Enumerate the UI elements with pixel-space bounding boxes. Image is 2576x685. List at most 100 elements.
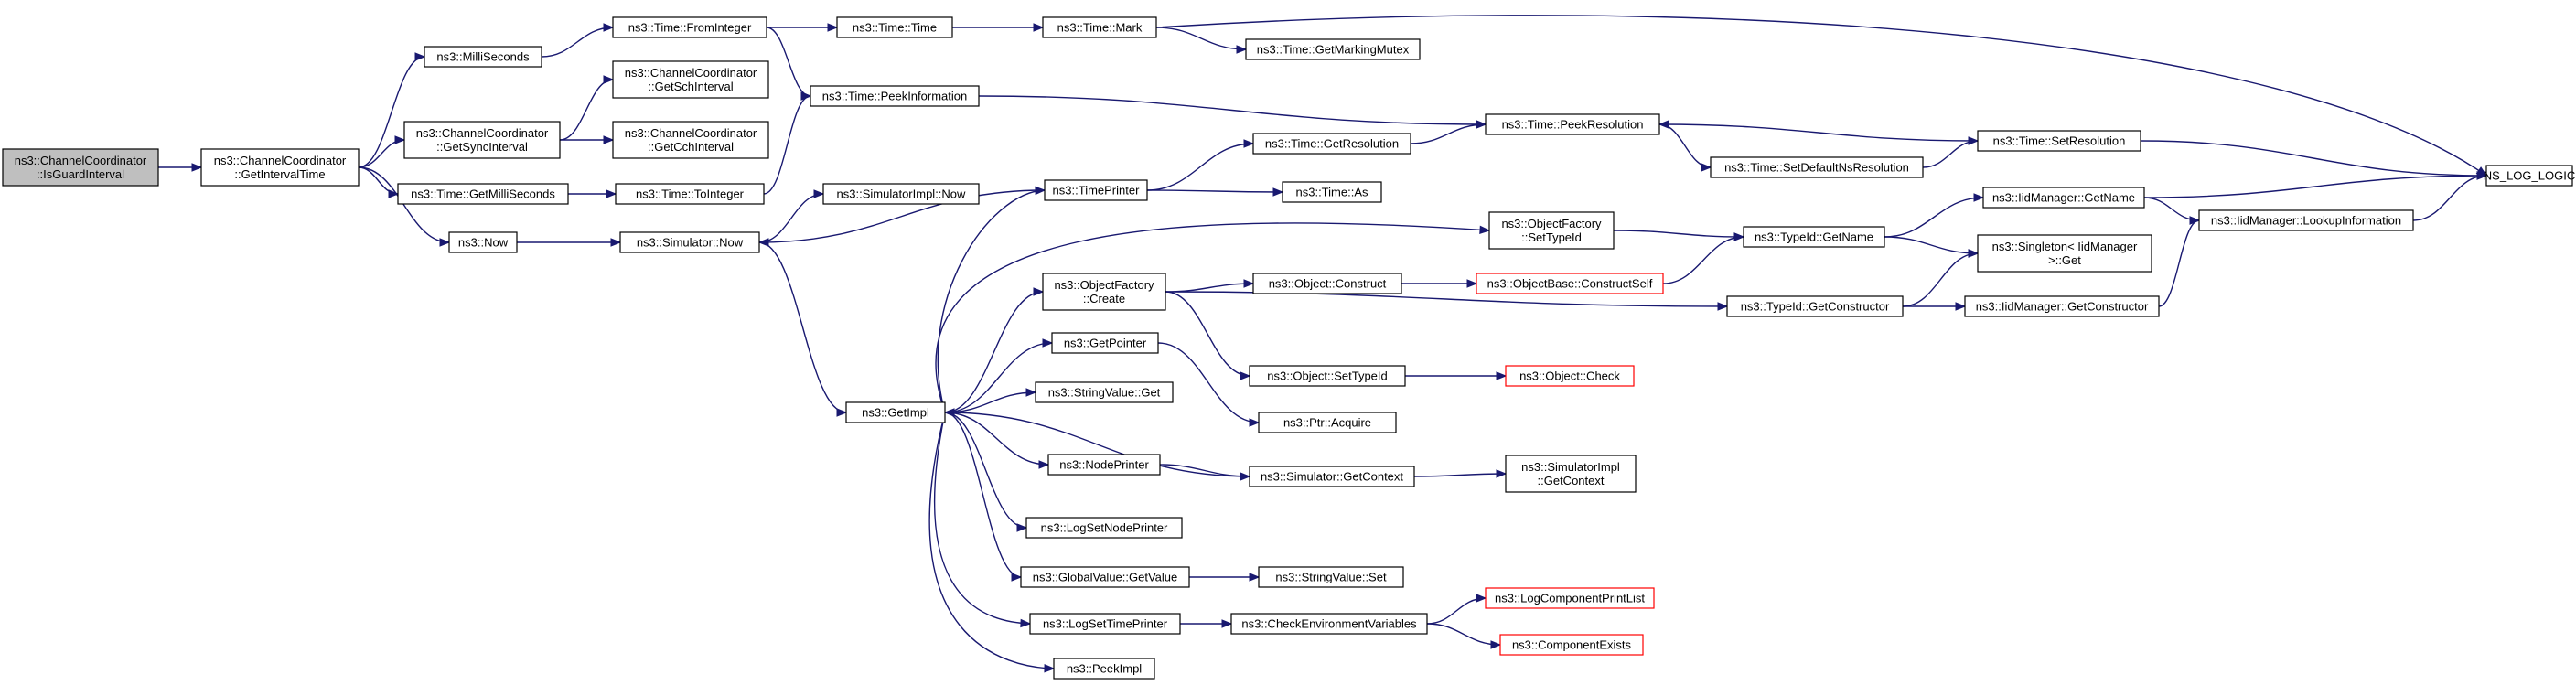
node-objbaseconstructself[interactable]: ns3::ObjectBase::ConstructSelf (1476, 273, 1664, 294)
node-box-getresolution (1252, 133, 1411, 155)
edge-arrowhead-getimpl-to-globalvalueget (1011, 573, 1023, 582)
node-typeidgetname[interactable]: ns3::TypeId::GetName (1743, 226, 1885, 248)
node-box-fromint (612, 16, 767, 38)
node-now[interactable]: ns3::Now (448, 231, 518, 253)
node-label-ptracquire-0: ns3::Ptr::Acquire (1283, 416, 1371, 430)
node-box-getsyncinterval (403, 121, 561, 159)
node-label-simimplgetcontext-1: ::GetContext (1538, 474, 1605, 487)
node-timegetmilli[interactable]: ns3::Time::GetMilliSeconds (397, 183, 569, 205)
node-nsloglogic[interactable]: NS_LOG_LOGIC (2484, 165, 2575, 187)
edge-objfactorysettypeid-to-typeidgetname (1613, 230, 1744, 238)
edge-arrowhead-getsyncinterval-to-getcch (603, 135, 615, 144)
node-getimpl[interactable]: ns3::GetImpl (845, 401, 946, 423)
edge-arrowhead-getimpl-to-objfactorycreate (1033, 287, 1045, 296)
node-label-getpointer-0: ns3::GetPointer (1064, 337, 1147, 350)
node-simimplnow[interactable]: ns3::SimulatorImpl::Now (822, 183, 980, 205)
node-peekimpl[interactable]: ns3::PeekImpl (1053, 658, 1155, 680)
edge-arrowhead-objfactorycreate-to-objsettypeid (1240, 371, 1251, 380)
node-box-getcch (612, 121, 769, 159)
edge-arrowhead-timeprinter-to-getresolution (1243, 139, 1255, 148)
node-logsettimeprinter[interactable]: ns3::LogSetTimePrinter (1029, 613, 1181, 635)
node-box-stringvalueget (1035, 381, 1174, 403)
node-label-simnow-0: ns3::Simulator::Now (637, 236, 744, 250)
node-ptracquire[interactable]: ns3::Ptr::Acquire (1258, 412, 1397, 433)
edge-timeprinter-to-timeas (1146, 189, 1283, 193)
edge-objfactorycreate-to-objconstruct (1165, 283, 1254, 293)
edge-peekinfo-to-peekres (978, 95, 1487, 125)
edge-simgetcontext-to-simimplgetcontext (1413, 473, 1507, 477)
node-objfactorycreate[interactable]: ns3::ObjectFactory::Create (1042, 273, 1166, 311)
node-iidgetctor[interactable]: ns3::IidManager::GetConstructor (1964, 295, 2160, 317)
node-label-typeidgetname-0: ns3::TypeId::GetName (1755, 230, 1873, 244)
node-getintervaltime[interactable]: ns3::ChannelCoordinator::GetIntervalTime (200, 148, 360, 187)
node-objsettypeid[interactable]: ns3::Object::SetTypeId (1249, 365, 1406, 387)
node-singletonget[interactable]: ns3::Singleton< IidManager>::Get (1977, 234, 2152, 273)
edge-typeidgetname-to-iidgetname (1884, 197, 1984, 238)
node-label-timegetmilli-0: ns3::Time::GetMilliSeconds (411, 187, 555, 201)
node-getcch[interactable]: ns3::ChannelCoordinator::GetCchInterval (612, 121, 769, 159)
node-objconstruct[interactable]: ns3::Object::Construct (1252, 273, 1402, 294)
node-label-timeprinter-0: ns3::TimePrinter (1053, 184, 1141, 198)
node-objfactorysettypeid[interactable]: ns3::ObjectFactory::SetTypeId (1488, 211, 1615, 250)
node-compexists[interactable]: ns3::ComponentExists (1499, 634, 1644, 656)
node-getsch[interactable]: ns3::ChannelCoordinator::GetSchInterval (612, 60, 769, 99)
node-box-objsettypeid (1249, 365, 1406, 387)
node-peekres[interactable]: ns3::Time::PeekResolution (1485, 113, 1660, 135)
node-timeas[interactable]: ns3::Time::As (1282, 181, 1382, 203)
node-globalvalueget[interactable]: ns3::GlobalValue::GetValue (1020, 566, 1190, 588)
node-label-simimplnow-0: ns3::SimulatorImpl::Now (837, 187, 966, 201)
node-simnow[interactable]: ns3::Simulator::Now (619, 231, 760, 253)
node-getresolution[interactable]: ns3::Time::GetResolution (1252, 133, 1411, 155)
node-label-setdefaultns-0: ns3::Time::SetDefaultNsResolution (1724, 161, 1909, 175)
node-logsetnodeprinter[interactable]: ns3::LogSetNodePrinter (1025, 517, 1183, 539)
node-getsyncinterval[interactable]: ns3::ChannelCoordinator::GetSyncInterval (403, 121, 561, 159)
node-isguard[interactable]: ns3::ChannelCoordinator::IsGuardInterval (2, 148, 159, 187)
node-getmarkingmutex[interactable]: ns3::Time::GetMarkingMutex (1245, 38, 1421, 60)
node-logcompprintlist[interactable]: ns3::LogComponentPrintList (1485, 587, 1655, 609)
node-timeprinter[interactable]: ns3::TimePrinter (1044, 179, 1148, 201)
node-box-mark (1042, 16, 1157, 38)
edge-arrowhead-simgetcontext-to-simimplgetcontext (1496, 469, 1508, 478)
node-peekinfo[interactable]: ns3::Time::PeekInformation (810, 85, 980, 107)
node-box-logcompprintlist (1485, 587, 1655, 609)
node-label-objbaseconstructself-0: ns3::ObjectBase::ConstructSelf (1487, 277, 1653, 291)
node-box-typeidgetname (1743, 226, 1885, 248)
node-setres[interactable]: ns3::Time::SetResolution (1977, 130, 2141, 152)
node-label-peekres-0: ns3::Time::PeekResolution (1502, 118, 1644, 132)
edge-arrowhead-iidgetctor-to-iidlookup (2189, 216, 2201, 225)
node-box-objfactorysettypeid (1488, 211, 1615, 250)
node-mark[interactable]: ns3::Time::Mark (1042, 16, 1157, 38)
node-iidlookup[interactable]: ns3::IidManager::LookupInformation (2198, 209, 2414, 231)
node-milliseconds[interactable]: ns3::MilliSeconds (424, 46, 542, 68)
edge-getimpl-to-objfactorycreate (944, 291, 1044, 413)
edge-arrowhead-getintervaltime-to-milliseconds (414, 52, 426, 61)
edge-iidlookup-to-nsloglogic (2412, 175, 2487, 221)
node-box-ptracquire (1258, 412, 1397, 433)
node-tointeger[interactable]: ns3::Time::ToInteger (615, 183, 765, 205)
node-box-tointeger (615, 183, 765, 205)
node-box-nodeprinter (1047, 454, 1161, 476)
node-typeidgetctor[interactable]: ns3::TypeId::GetConstructor (1726, 295, 1904, 317)
node-stringvalueget[interactable]: ns3::StringValue::Get (1035, 381, 1174, 403)
node-nodeprinter[interactable]: ns3::NodePrinter (1047, 454, 1161, 476)
node-label-iidlookup-0: ns3::IidManager::LookupInformation (2211, 214, 2401, 228)
node-getpointer[interactable]: ns3::GetPointer (1051, 332, 1159, 354)
node-fromint[interactable]: ns3::Time::FromInteger (612, 16, 767, 38)
node-objcheck[interactable]: ns3::Object::Check (1505, 365, 1635, 387)
node-box-simimplgetcontext (1505, 455, 1637, 493)
node-box-timegetmilli (397, 183, 569, 205)
edge-arrowhead-logsettimeprinter-to-checkenv (1221, 619, 1233, 628)
node-label-simgetcontext-0: ns3::Simulator::GetContext (1261, 470, 1403, 484)
node-setdefaultns[interactable]: ns3::Time::SetDefaultNsResolution (1710, 156, 1924, 178)
node-stringvalueset[interactable]: ns3::StringValue::Set (1258, 566, 1404, 588)
edge-getintervaltime-to-now (358, 166, 450, 243)
node-timetime[interactable]: ns3::Time::Time (836, 16, 953, 38)
node-label-typeidgetctor-0: ns3::TypeId::GetConstructor (1741, 300, 1890, 314)
edge-arrowhead-objfactorycreate-to-typeidgetctor (1717, 302, 1729, 311)
node-iidgetname[interactable]: ns3::IidManager::GetName (1982, 187, 2145, 209)
node-simgetcontext[interactable]: ns3::Simulator::GetContext (1249, 466, 1415, 487)
edge-arrowhead-getintervaltime-to-now (439, 238, 451, 247)
node-simimplgetcontext[interactable]: ns3::SimulatorImpl::GetContext (1505, 455, 1637, 493)
edge-mark-to-nsloglogic (1155, 15, 2487, 177)
node-checkenv[interactable]: ns3::CheckEnvironmentVariables (1230, 613, 1428, 635)
